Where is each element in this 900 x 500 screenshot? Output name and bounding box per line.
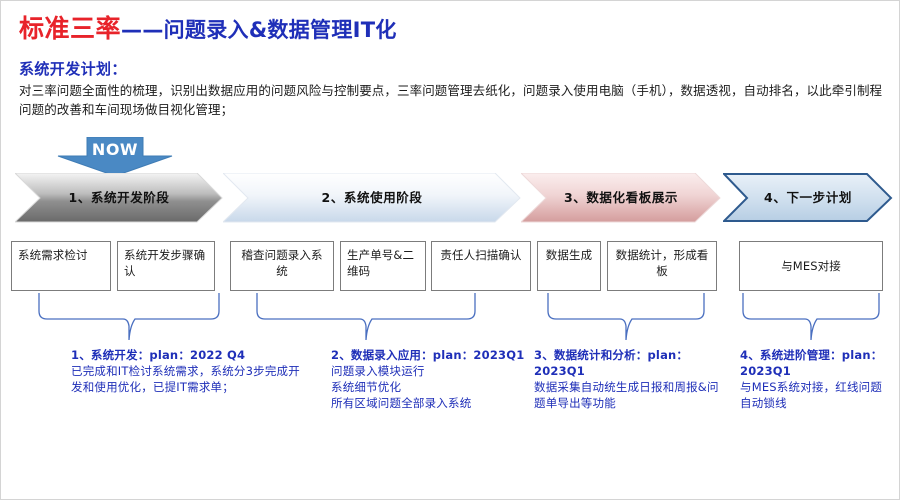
note-4-title: 4、系统进阶管理：plan：2023Q1 <box>740 348 883 378</box>
note-2-body: 问题录入模块运行 系统细节优化 所有区域问题全部录入系统 <box>331 364 472 410</box>
note-3-title: 3、数据统计和分析：plan：2023Q1 <box>534 348 689 378</box>
page-title: 标准三率——问题录入&数据管理IT化 <box>19 9 397 45</box>
stage-4-chevron[interactable] <box>723 173 893 223</box>
note-1-body: 已完成和IT检讨系统需求，系统分3步完成开发和使用优化，已提IT需求单； <box>71 364 300 394</box>
note-1-title: 1、系统开发：plan：2022 Q4 <box>71 348 246 362</box>
page-title-secondary: ——问题录入&数据管理IT化 <box>121 18 397 42</box>
stage-3-chevron[interactable] <box>521 173 721 223</box>
step-box-owner-scan-confirm[interactable]: 责任人扫描确认 <box>431 241 531 291</box>
page-title-primary: 标准三率 <box>19 14 122 43</box>
brace-connector-3 <box>546 293 706 341</box>
note-2: 2、数据录入应用：plan：2023Q1 问题录入模块运行 系统细节优化 所有区… <box>331 347 531 411</box>
note-4: 4、系统进阶管理：plan：2023Q1 与MES系统对接，红线问题自动锁线 <box>740 347 892 411</box>
step-box-order-qrcode[interactable]: 生产单号&二维码 <box>340 241 426 291</box>
step-box-mes-integration[interactable]: 与MES对接 <box>739 241 883 291</box>
note-3-body: 数据采集自动统生成日报和周报&问题单导出等功能 <box>534 380 719 410</box>
note-4-body: 与MES系统对接，红线问题自动锁线 <box>740 380 883 410</box>
step-box-system-requirements[interactable]: 系统需求检讨 <box>11 241 111 291</box>
stage-2-chevron[interactable] <box>223 173 521 223</box>
step-box-data-generation[interactable]: 数据生成 <box>537 241 601 291</box>
brace-connector-2 <box>255 293 477 341</box>
step-box-audit-entry-system[interactable]: 稽查问题录入系统 <box>230 241 334 291</box>
stage-chevron-band: 1、系统开发阶段 2、系统使用阶段 <box>1 173 899 223</box>
note-3: 3、数据统计和分析：plan：2023Q1 数据采集自动统生成日报和周报&问题单… <box>534 347 730 411</box>
step-box-data-stats-board[interactable]: 数据统计，形成看板 <box>607 241 717 291</box>
step-box-dev-steps-confirm[interactable]: 系统开发步骤确认 <box>117 241 215 291</box>
section-heading: 系统开发计划： <box>19 60 127 78</box>
brace-connector-1 <box>37 293 221 341</box>
note-2-title: 2、数据录入应用：plan：2023Q1 <box>331 348 525 362</box>
brace-connector-4 <box>741 293 881 341</box>
section-paragraph: 对三率问题全面性的梳理，识别出数据应用的问题风险与控制要点，三率问题管理去纸化，… <box>19 83 883 117</box>
now-arrow-icon <box>54 137 176 177</box>
stage-1-chevron[interactable] <box>15 173 223 223</box>
note-1: 1、系统开发：plan：2022 Q4 已完成和IT检讨系统需求，系统分3步完成… <box>71 347 301 395</box>
